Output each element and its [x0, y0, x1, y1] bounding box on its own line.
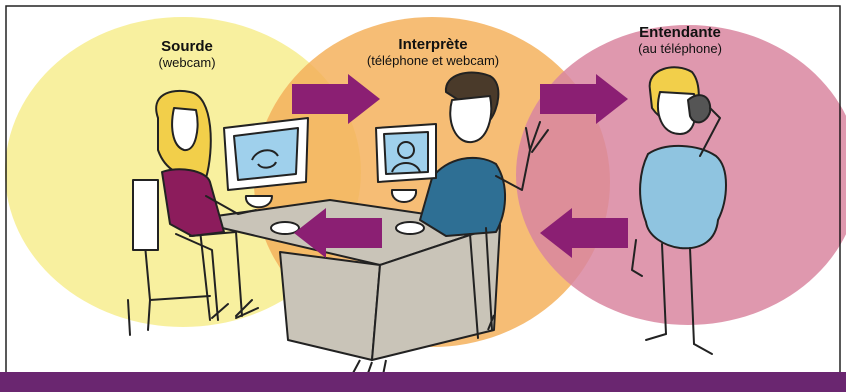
role-subtitle: (téléphone et webcam) [328, 53, 538, 69]
role-subtitle: (webcam) [112, 55, 262, 71]
interpreter-role-label: Interprète (téléphone et webcam) [328, 37, 538, 69]
bottom-band [0, 372, 846, 392]
deaf-role-label: Sourde (webcam) [112, 39, 262, 71]
role-title: Sourde [112, 39, 262, 55]
role-title: Entendante [605, 25, 755, 41]
hearing-role-label: Entendante (au téléphone) [605, 25, 755, 57]
role-title: Interprète [328, 37, 538, 53]
role-subtitle: (au téléphone) [605, 41, 755, 57]
